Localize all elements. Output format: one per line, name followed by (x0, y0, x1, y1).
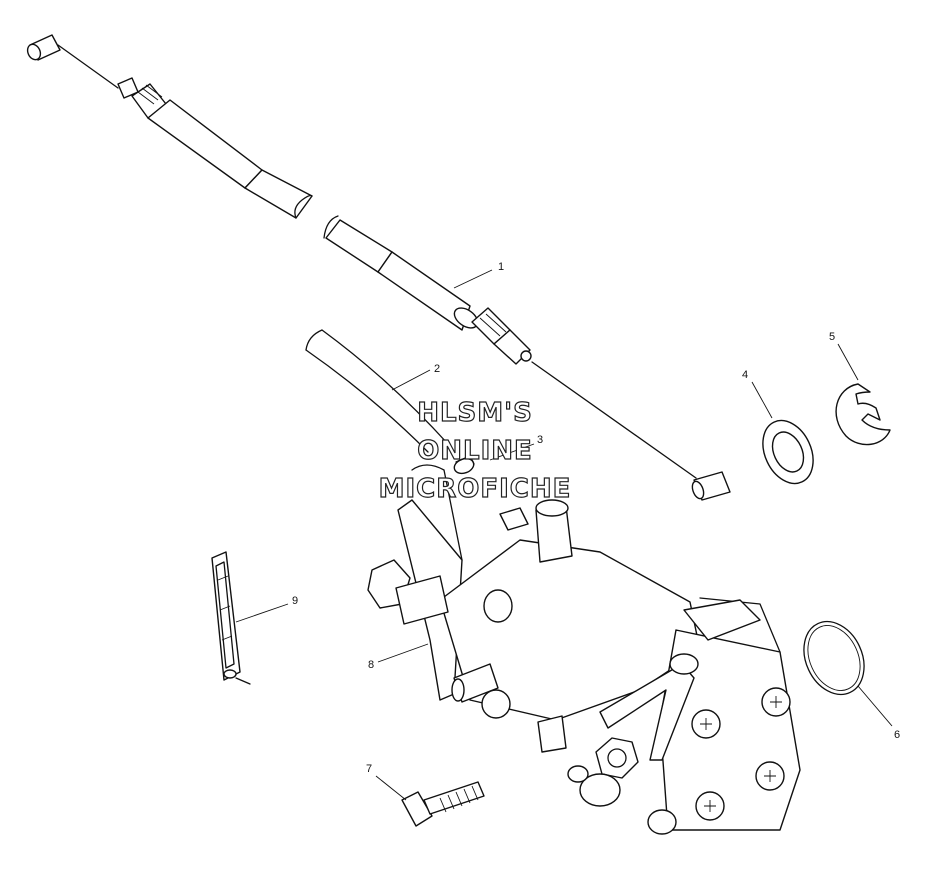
cable-lower-section (323, 215, 731, 501)
callout-1: 1 (498, 261, 504, 273)
bolt (401, 781, 485, 827)
washer (762, 419, 814, 485)
callout-2: 2 (434, 363, 440, 375)
callout-5: 5 (829, 331, 835, 343)
watermark-line-2: ONLINE (417, 436, 533, 466)
check-strip (211, 551, 251, 685)
watermark-line-3: MICROFICHE (378, 474, 572, 504)
o-ring (803, 620, 865, 696)
watermark-line-1: HLSM'S (417, 398, 533, 428)
cover-screws (691, 687, 791, 821)
oil-line (305, 329, 449, 453)
callout-8: 8 (368, 659, 374, 671)
callout-3: 3 (537, 434, 543, 446)
hose-clamp (453, 455, 475, 475)
callout-7: 7 (366, 763, 372, 775)
callout-6: 6 (894, 729, 900, 741)
callout-4: 4 (742, 369, 748, 381)
callout-9: 9 (292, 595, 298, 607)
leader-lines (235, 269, 893, 801)
oil-pump-assembly (367, 464, 801, 835)
cable-upper-end (26, 34, 313, 219)
e-clip (835, 383, 891, 446)
